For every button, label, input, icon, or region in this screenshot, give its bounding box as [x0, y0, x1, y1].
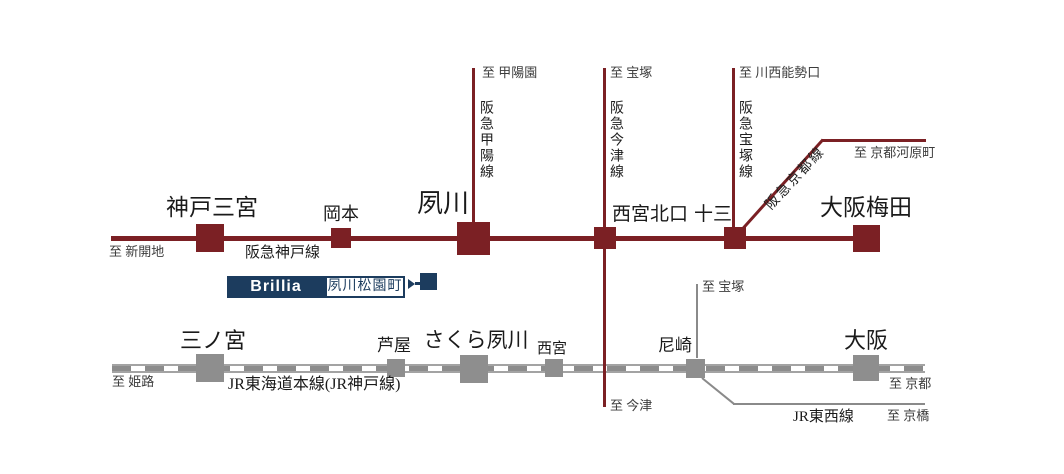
- hankyu-kyoto-line: [822, 139, 926, 142]
- station-label-nishinomiya: 西宮: [536, 341, 568, 357]
- station-marker-ashiya: [387, 359, 405, 377]
- station-label-sakura-shukugawa: さくら夙川: [423, 328, 529, 352]
- station-marker-juso: [724, 227, 746, 249]
- jr-kobe-line: [112, 364, 925, 373]
- to-label-kyoto-kawaramachi: 至 京都河原町: [854, 145, 936, 160]
- station-label-amagasaki: 尼崎: [658, 336, 692, 355]
- to-label-takarazuka-jr: 至 宝塚: [702, 279, 745, 294]
- line-label-hankyu-kobe: 阪急神戸線: [245, 245, 321, 261]
- property-name-box: 夙川松園町: [325, 276, 405, 298]
- line-label-jr-tozai: JR東西線: [793, 409, 854, 425]
- to-label-himeji: 至 姫路: [112, 374, 155, 389]
- property-location-marker: [420, 273, 437, 290]
- station-marker-osaka: [853, 355, 879, 381]
- station-label-shukugawa: 夙川: [417, 189, 470, 218]
- brillia-logo: Brillia: [227, 276, 325, 298]
- to-label-koyoen: 至 甲陽園: [482, 65, 538, 80]
- to-label-kawanishi-noseguchi: 至 川西能勢口: [739, 65, 821, 80]
- station-marker-sakura-shukugawa: [460, 355, 488, 383]
- station-label-osaka: 大阪: [843, 328, 889, 353]
- line-label-hankyu-takarazuka: 阪急宝塚線: [737, 100, 752, 180]
- station-label-juso: 十三: [694, 204, 733, 225]
- station-label-okamoto: 岡本: [323, 204, 359, 224]
- line-label-hankyu-imazu: 阪急今津線: [608, 100, 623, 180]
- station-marker-shukugawa: [457, 222, 490, 255]
- station-marker-amagasaki: [686, 359, 705, 378]
- to-label-kyobashi: 至 京橋: [887, 408, 930, 423]
- hankyu-koyo-line: [472, 68, 475, 228]
- station-marker-nishinomiya: [545, 359, 563, 377]
- station-marker-sannomiya: [196, 354, 224, 382]
- station-label-ashiya: 芦屋: [377, 336, 411, 355]
- station-marker-nishinomiya-kitaguchi: [594, 227, 616, 249]
- callout-arrow-dash: [415, 282, 420, 285]
- jr-takarazuka-branch-line: [696, 284, 698, 358]
- jr-tozai-line: [733, 403, 925, 405]
- station-label-kobe-sannomiya: 神戸三宮: [166, 195, 258, 220]
- station-marker-kobe-sannomiya: [196, 224, 224, 252]
- hankyu-takarazuka-line: [732, 68, 735, 230]
- callout-arrow-icon: [408, 279, 415, 289]
- to-label-imazu: 至 今津: [610, 398, 653, 413]
- line-label-hankyu-koyo: 阪急甲陽線: [478, 100, 493, 180]
- station-marker-osaka-umeda: [853, 225, 880, 252]
- to-label-takarazuka-hankyu: 至 宝塚: [610, 65, 653, 80]
- station-label-osaka-umeda: 大阪梅田: [820, 195, 912, 220]
- to-label-kyoto: 至 京都: [889, 376, 932, 391]
- property-name-text: 夙川松園町: [327, 279, 403, 294]
- station-marker-okamoto: [331, 228, 351, 248]
- station-label-sannomiya: 三ノ宮: [179, 328, 247, 353]
- line-label-jr-tokaido: JR東海道本線(JR神戸線): [228, 376, 401, 393]
- brillia-logo-text: Brillia: [250, 278, 302, 295]
- jr-tozai-line-diagonal: [701, 377, 735, 405]
- to-label-shinkaichi: 至 新開地: [109, 244, 165, 259]
- station-label-nishinomiya-kitaguchi: 西宮北口: [612, 204, 689, 225]
